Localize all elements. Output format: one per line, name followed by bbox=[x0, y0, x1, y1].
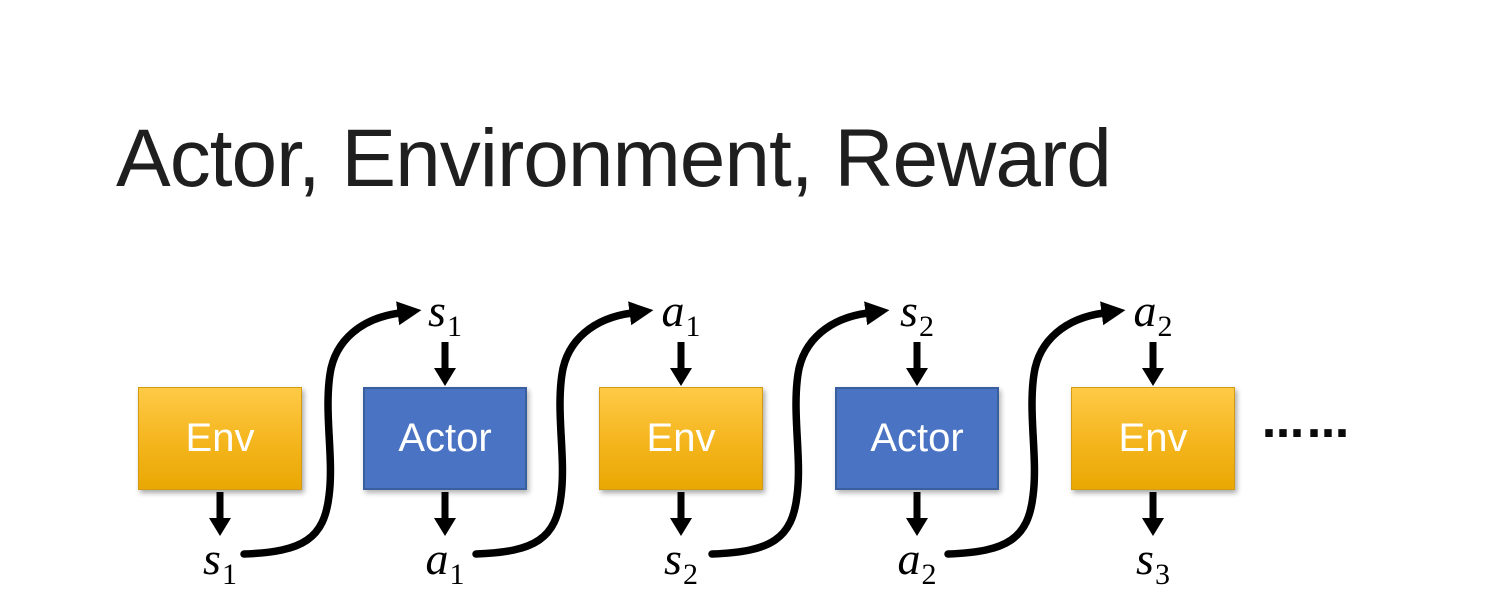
math-var: s bbox=[1136, 533, 1154, 584]
down-arrow-icon bbox=[209, 492, 231, 536]
unit-env-2: a1 Env s2 bbox=[599, 285, 763, 595]
s2-input-label: s2 bbox=[835, 285, 999, 344]
math-sub: 3 bbox=[1154, 558, 1170, 591]
s1-input-label: s1 bbox=[363, 285, 527, 344]
down-arrow-icon bbox=[906, 492, 928, 536]
env-box-2: Env bbox=[599, 387, 763, 490]
page-title: Actor, Environment, Reward bbox=[116, 113, 1112, 204]
math-var: s bbox=[203, 533, 221, 584]
a1-output-label: a1 bbox=[363, 533, 527, 592]
actor-box-2: Actor bbox=[835, 387, 999, 490]
math-sub: 1 bbox=[685, 310, 701, 343]
math-var: a bbox=[425, 533, 449, 584]
env-box-1: Env bbox=[138, 387, 302, 490]
continuation-ellipsis: …… bbox=[1262, 398, 1352, 447]
math-sub: 2 bbox=[921, 558, 937, 591]
env-box-3: Env bbox=[1071, 387, 1235, 490]
curved-arrow-s2 bbox=[708, 300, 898, 566]
curved-arrow-s1 bbox=[240, 300, 430, 566]
a2-input-label: a2 bbox=[1071, 285, 1235, 344]
unit-actor-2: s2 Actor a2 bbox=[835, 285, 999, 595]
unit-env-1: Env s1 bbox=[138, 290, 302, 595]
math-var: s bbox=[664, 533, 682, 584]
s2-output-label: s2 bbox=[599, 533, 763, 592]
down-arrow-icon bbox=[670, 342, 692, 386]
math-sub: 1 bbox=[446, 310, 462, 343]
unit-actor-1: s1 Actor a1 bbox=[363, 285, 527, 595]
down-arrow-icon bbox=[1142, 342, 1164, 386]
down-arrow-icon bbox=[1142, 492, 1164, 536]
unit-env-3: a2 Env s3 bbox=[1071, 285, 1235, 595]
s3-output-label: s3 bbox=[1071, 533, 1235, 592]
math-sub: 2 bbox=[1157, 310, 1173, 343]
curved-arrow-a2 bbox=[944, 300, 1134, 566]
math-var: a bbox=[661, 285, 685, 336]
a2-output-label: a2 bbox=[835, 533, 999, 592]
math-var: a bbox=[1133, 285, 1157, 336]
math-sub: 2 bbox=[918, 310, 934, 343]
a1-input-label: a1 bbox=[599, 285, 763, 344]
down-arrow-icon bbox=[434, 342, 456, 386]
math-var: a bbox=[897, 533, 921, 584]
down-arrow-icon bbox=[670, 492, 692, 536]
actor-box-1: Actor bbox=[363, 387, 527, 490]
math-sub: 1 bbox=[449, 558, 465, 591]
down-arrow-icon bbox=[906, 342, 928, 386]
math-var: s bbox=[428, 285, 446, 336]
s1-output-label: s1 bbox=[138, 533, 302, 592]
curved-arrow-a1 bbox=[472, 300, 662, 566]
math-sub: 1 bbox=[221, 558, 237, 591]
down-arrow-icon bbox=[434, 492, 456, 536]
math-var: s bbox=[900, 285, 918, 336]
math-sub: 2 bbox=[682, 558, 698, 591]
